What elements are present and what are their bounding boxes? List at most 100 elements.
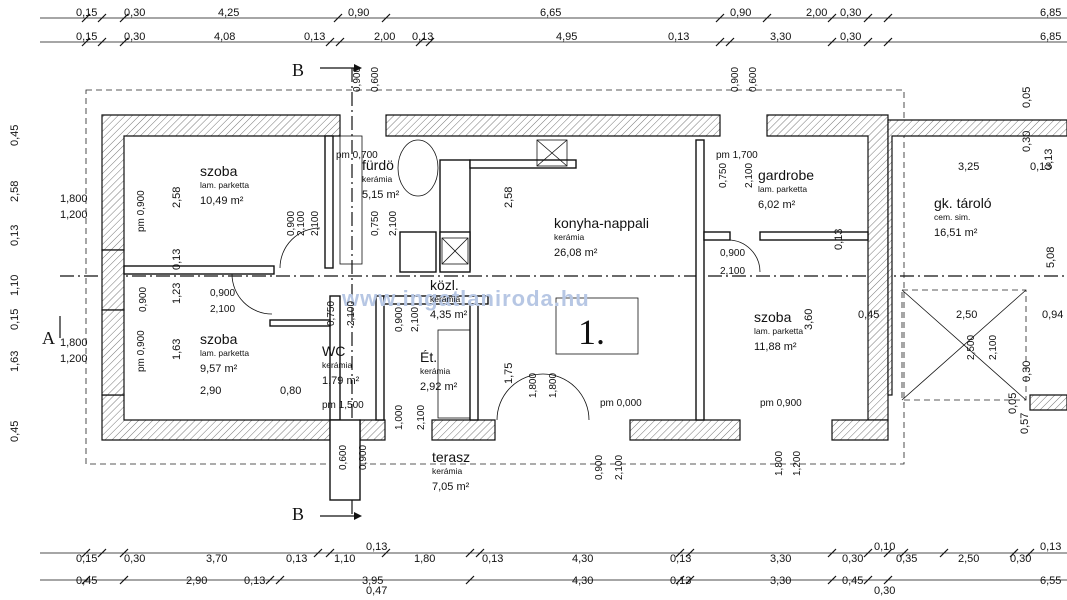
dimension-tick	[883, 13, 893, 23]
dimension-label: 0,15	[76, 31, 97, 43]
dimension-label: 6,85	[1040, 31, 1061, 43]
dimension-ticks	[81, 13, 1035, 585]
dimension-tick	[325, 37, 335, 47]
room-material: lam. parketta	[200, 180, 249, 190]
room-material: kerámia	[420, 366, 451, 376]
dimension-label: 1,10	[334, 553, 355, 565]
opening-note: 2,500	[966, 335, 977, 360]
dimension-label: 0,15	[9, 309, 21, 330]
opening-note: pm 1,700	[716, 150, 758, 161]
dimension-tick	[883, 575, 893, 585]
room-name: konyha-nappali	[554, 215, 649, 231]
room-material: kerámia	[362, 174, 393, 184]
dimension-tick	[715, 13, 725, 23]
section-label-b-bottom: B	[292, 504, 304, 524]
dimension-label: 0,13	[670, 553, 691, 565]
dimension-label: 6,55	[1040, 575, 1061, 587]
dimension-label: 4,30	[572, 553, 593, 565]
room-material: kerámia	[554, 232, 585, 242]
opening-note: 1,000	[394, 405, 405, 430]
room-material: kerámia	[432, 466, 463, 476]
opening-note: pm 1,500	[322, 400, 364, 411]
opening-note: 0,900	[352, 67, 363, 92]
dimension-tick	[425, 37, 435, 47]
dimension-label: 0,15	[76, 7, 97, 19]
dimension-label: 0,90	[348, 7, 369, 19]
site-outline	[85, 89, 905, 465]
room-area: 4,35 m²	[430, 309, 468, 321]
dimension-tick	[81, 37, 91, 47]
dimension-label: 0,30	[124, 31, 145, 43]
room-area: 1,79 m²	[322, 375, 360, 387]
opening-note: 0,600	[370, 67, 381, 92]
watermark: www.ingatlaniroda.hu	[341, 286, 590, 311]
dimension-label: 2,58	[9, 181, 21, 202]
section-label-b-top: B	[292, 60, 304, 80]
opening-note: 2,100	[720, 266, 745, 277]
opening-note: 0,900	[210, 288, 235, 299]
interior-dimension: 2,58	[503, 187, 515, 208]
room-material: lam. parketta	[754, 326, 803, 336]
dimension-label: 0,13	[9, 225, 21, 246]
dimension-tick	[1025, 548, 1035, 558]
opening-note: 0,900	[138, 287, 149, 312]
dimension-tick	[333, 13, 343, 23]
opening-note: 2,100	[388, 211, 399, 236]
dimension-tick	[381, 13, 391, 23]
dimension-tick	[1009, 548, 1019, 558]
dimension-tick	[81, 548, 91, 558]
dimension-label: 0,90	[730, 7, 751, 19]
dimension-tick	[762, 13, 772, 23]
dimension-tick	[465, 575, 475, 585]
dimension-tick	[335, 37, 345, 47]
dimension-label: 0,47	[366, 585, 387, 597]
opening-note: 0,900	[394, 307, 405, 332]
dimension-label: 0,13	[1040, 541, 1061, 553]
interior-dimension: 2,50	[956, 309, 977, 321]
dimension-label: 1,63	[9, 351, 21, 372]
dimension-tick	[725, 37, 735, 47]
room-material: kerámia	[322, 360, 353, 370]
room-area: 6,02 m²	[758, 199, 796, 211]
opening-note: 2,100	[210, 304, 235, 315]
interior-dimension: 0,45	[858, 309, 879, 321]
opening-note: 2,100	[416, 405, 427, 430]
opening-note: pm 0,700	[336, 150, 378, 161]
opening-note: 2,100	[744, 163, 755, 188]
interior-dimension: 0,80	[280, 385, 301, 397]
dimension-tick	[675, 575, 685, 585]
opening-note: 0,900	[730, 67, 741, 92]
dimension-label: 0,15	[76, 553, 97, 565]
interior-dimension: 2,90	[200, 385, 221, 397]
dimension-tick	[81, 13, 91, 23]
dimension-tick	[97, 13, 107, 23]
dimension-label: 4,25	[218, 7, 239, 19]
room-name: közl.	[430, 277, 459, 293]
dimension-tick	[415, 37, 425, 47]
dimension-tick	[381, 548, 391, 558]
dimension-label: 0,13	[366, 541, 387, 553]
dimension-tick	[883, 37, 893, 47]
dimension-tick	[827, 37, 837, 47]
dimension-label: 3,30	[770, 553, 791, 565]
opening-note: 2,100	[410, 307, 421, 332]
dimension-label: 3,30	[770, 575, 791, 587]
interior-dimension: 3,25	[958, 161, 979, 173]
dimension-label: 4,30	[572, 575, 593, 587]
dimension-label: 1,200	[60, 353, 88, 365]
opening-note: 1,800	[548, 373, 559, 398]
dimension-label: 6,65	[540, 7, 561, 19]
interior-dimension: 1,75	[503, 363, 515, 384]
dimension-tick	[325, 548, 335, 558]
dimension-tick	[465, 548, 475, 558]
opening-note: 1,800	[528, 373, 539, 398]
room-material: lam. parketta	[200, 348, 249, 358]
opening-note: 0,750	[370, 211, 381, 236]
dimension-tick	[119, 575, 129, 585]
interior-dimension: 0,05	[1021, 87, 1033, 108]
dimension-tick	[119, 548, 129, 558]
dimension-label: 0,13	[244, 575, 265, 587]
